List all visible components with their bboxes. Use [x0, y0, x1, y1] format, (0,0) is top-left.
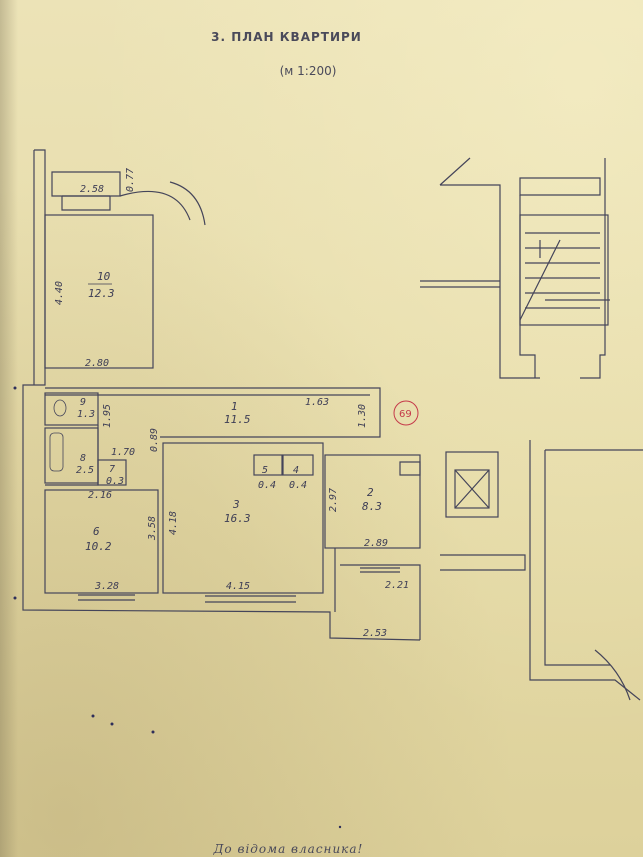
room-10-number: 10: [97, 270, 111, 283]
bathtub-fixture: [49, 432, 64, 472]
room-2-area: 8.3: [362, 500, 382, 513]
room-4-area: 0.4: [289, 480, 307, 491]
dim-2-80: 2.80: [85, 358, 109, 369]
room-10-area: 12.3: [88, 287, 115, 300]
room-7-number: 7: [109, 464, 115, 475]
circled-mark: 69: [393, 400, 419, 426]
scale-label: (м 1:200): [279, 64, 337, 78]
room-9-number: 9: [80, 397, 86, 408]
dim-1-63: 1.63: [305, 397, 329, 408]
room-3-number: 3: [232, 498, 240, 511]
dim-2-21: 2.21: [385, 580, 409, 591]
room-2-number: 2: [367, 486, 374, 499]
room-4-number: 4: [293, 465, 299, 476]
document-title: 3. ПЛАН КВАРТИРИ: [211, 30, 362, 44]
plan-labels: 10 12.3 9 1.3 8 2.5 7 0.3 6 10.2 1 11.5 …: [54, 168, 409, 639]
fixtures: [49, 399, 67, 472]
dim-2-97: 2.97: [328, 488, 339, 512]
dim-1-95: 1.95: [102, 404, 113, 428]
dim-4-40: 4.40: [54, 281, 65, 305]
toilet-fixture: [53, 399, 67, 417]
dim-1-70: 1.70: [111, 447, 135, 458]
dim-2-89: 2.89: [364, 538, 388, 549]
room-1-area: 11.5: [224, 413, 251, 426]
circled-mark-text: 69: [399, 409, 412, 420]
dim-4-18: 4.18: [168, 511, 179, 535]
footer-note: До відома власника!: [213, 842, 364, 856]
dim-3-58: 3.58: [147, 516, 158, 541]
room-8-area: 2.5: [76, 465, 94, 476]
dim-1-30: 1.30: [357, 404, 368, 428]
dim-2-53: 2.53: [363, 628, 387, 639]
plan-walls: [22, 149, 643, 701]
paper-fold-shadow: [0, 0, 18, 857]
room-5-area: 0.4: [258, 480, 276, 491]
dim-0-89: 0.89: [149, 428, 160, 452]
room-6-number: 6: [93, 525, 100, 538]
dim-2-58: 2.58: [80, 184, 104, 195]
room-9-area: 1.3: [77, 409, 95, 420]
ink-dots: [13, 386, 342, 829]
dim-3-28: 3.28: [94, 581, 119, 592]
room-1-number: 1: [231, 400, 238, 413]
room-8-number: 8: [80, 453, 86, 464]
dim-2-16: 2.16: [88, 490, 112, 501]
room-5-number: 5: [262, 465, 268, 476]
room-3-area: 16.3: [224, 512, 251, 525]
room-6-area: 10.2: [85, 540, 112, 553]
dim-4-15: 4.15: [226, 581, 250, 592]
dim-0-77: 0.77: [125, 168, 136, 192]
room-7-area: 0.3: [106, 476, 124, 487]
